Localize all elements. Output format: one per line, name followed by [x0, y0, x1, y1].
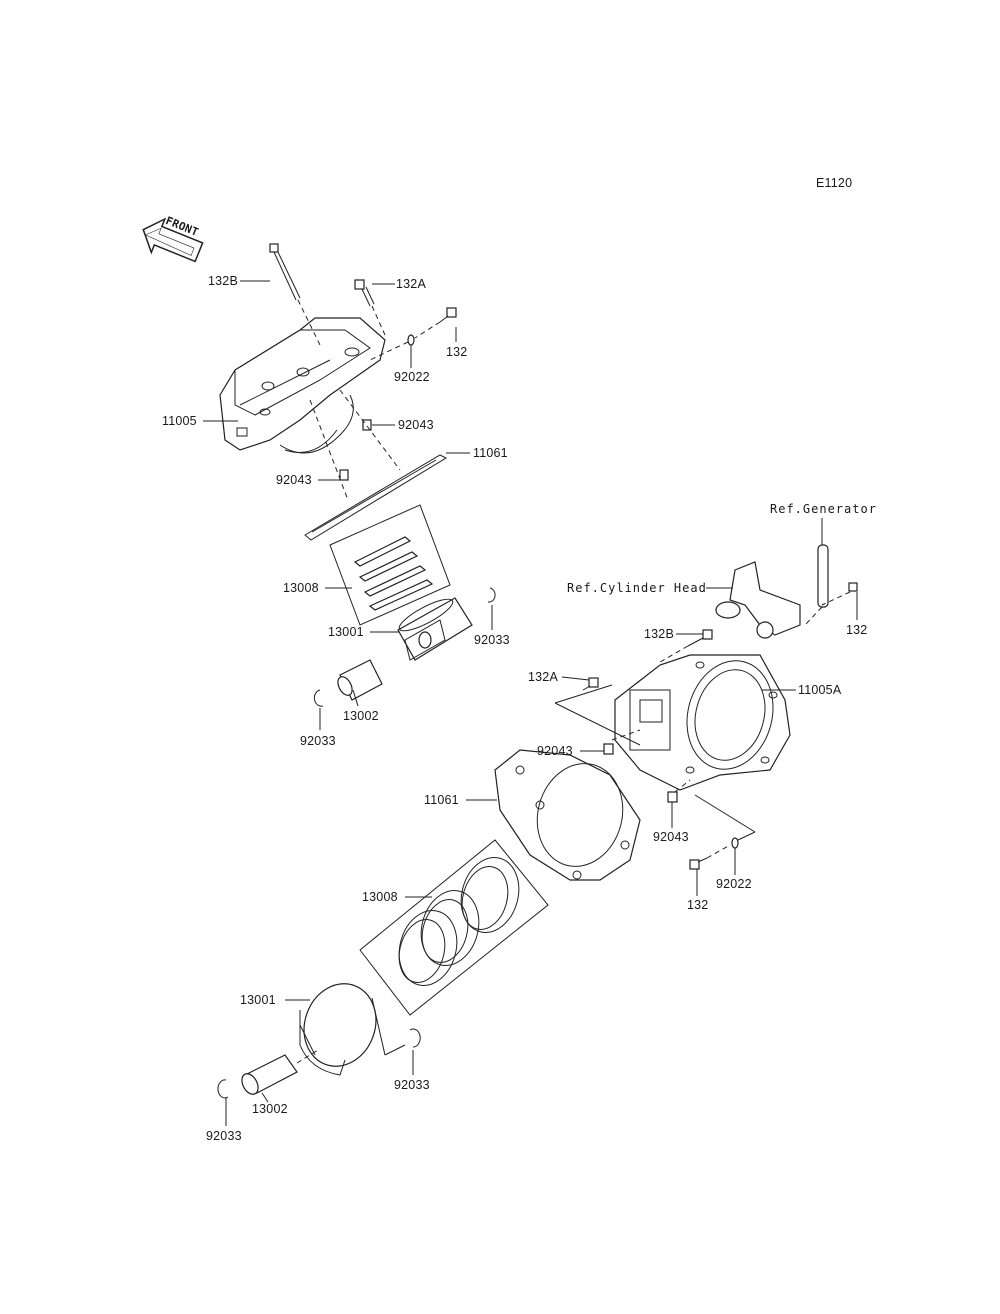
label-132B-mid: 132B: [644, 627, 674, 641]
cylinder-11005A: [614, 654, 791, 791]
dowel-92043-mid-l: [603, 743, 614, 755]
label-132A-mid: 132A: [528, 670, 558, 684]
clip-92033-bot-r: [409, 1028, 421, 1048]
label-13001-top: 13001: [328, 625, 364, 639]
pin-13002-bot: [241, 1049, 319, 1095]
gasket-11061-mid: [494, 749, 641, 881]
washer-92022-mid: [731, 837, 739, 849]
clip-92033-bot-l: [217, 1079, 229, 1099]
bolt-132B-top: [269, 243, 321, 346]
label-92033-top-l: 92033: [300, 734, 336, 748]
piston-13001-bot: [299, 983, 377, 1076]
water-fitting: [715, 561, 801, 639]
label-132B-top: 132B: [208, 274, 238, 288]
label-92043-mid-l: 92043: [537, 744, 573, 758]
label-ref-generator: Ref.Generator: [770, 502, 877, 516]
dowel-92043-top-r: [362, 419, 372, 431]
label-13008-bot: 13008: [362, 890, 398, 904]
bolt-132-top: [369, 307, 457, 361]
label-11061-mid: 11061: [424, 793, 459, 807]
dowel-92043-mid-r: [667, 791, 678, 803]
label-11005A: 11005A: [798, 683, 842, 697]
diagram-code: E1120: [816, 176, 853, 190]
label-13008-top: 13008: [283, 581, 319, 595]
generator-hose: [804, 544, 858, 626]
label-92022-top: 92022: [394, 370, 430, 384]
label-92033-bot-l: 92033: [206, 1129, 242, 1143]
front-arrow-icon: [142, 217, 204, 263]
piston-13001-top: [397, 597, 473, 661]
leader-lines: [203, 280, 858, 1126]
clip-92033-top-l: [313, 689, 324, 707]
bolt-132-mid: [689, 844, 731, 870]
label-92033-top-r: 92033: [474, 633, 510, 647]
label-132-right: 132: [846, 623, 868, 637]
label-92043-top-r: 92043: [398, 418, 434, 432]
piston-rings-13008-bot: [359, 839, 549, 1016]
bolt-132A-top: [354, 279, 386, 336]
pin-13002-top: [337, 659, 383, 701]
label-132A-top: 132A: [396, 277, 426, 291]
gasket-11061-top: [304, 454, 448, 541]
label-11061-top: 11061: [473, 446, 508, 460]
label-92022-mid: 92022: [716, 877, 752, 891]
label-ref-cylinder-head: Ref.Cylinder Head: [567, 581, 707, 595]
label-13002-bot: 13002: [252, 1102, 288, 1116]
label-132-top: 132: [446, 345, 468, 359]
cylinder-11005: [219, 317, 386, 454]
clip-92033-top-r: [487, 587, 496, 603]
label-13002-top: 13002: [343, 709, 379, 723]
label-92033-bot-r: 92033: [394, 1078, 430, 1092]
label-92043-mid-r: 92043: [653, 830, 689, 844]
label-13001-bot: 13001: [240, 993, 276, 1007]
label-132-mid: 132: [687, 898, 709, 912]
dowel-92043-top-l: [339, 469, 349, 481]
label-92043-top-l: 92043: [276, 473, 312, 487]
piston-rings-13008-top: [329, 504, 451, 626]
bolt-132A-mid: [582, 677, 599, 691]
label-11005: 11005: [162, 414, 197, 428]
